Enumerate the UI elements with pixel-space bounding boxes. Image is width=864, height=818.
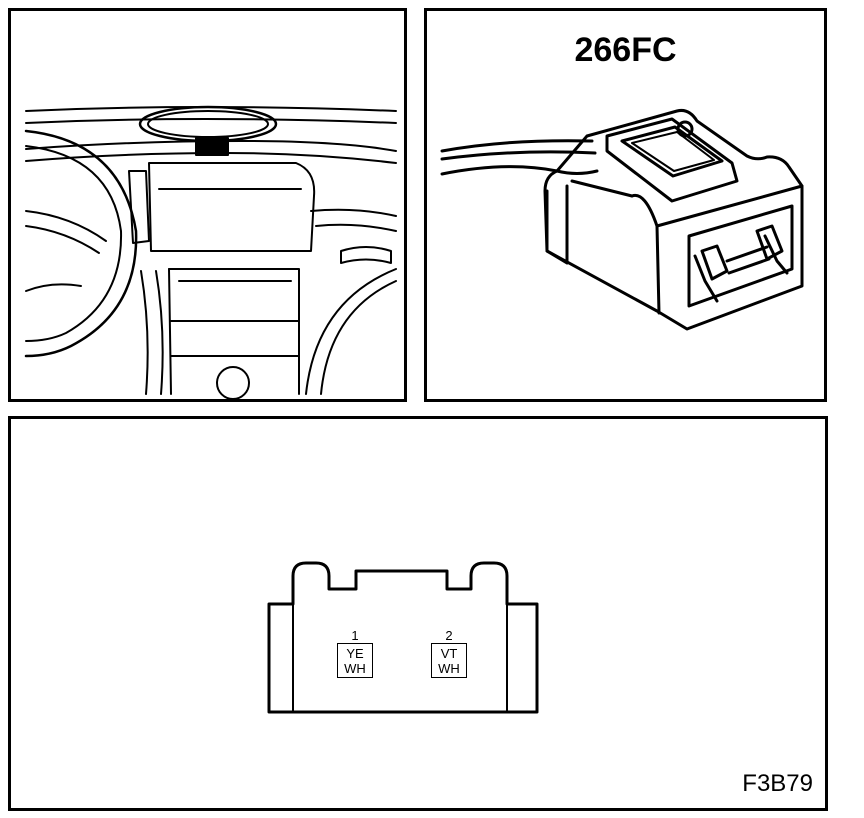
pin-wire-color-box: YE WH [337,643,373,678]
connector-id-label: 266FC [574,31,677,69]
dashboard-location-panel [8,8,407,402]
pin-1: 1 YE WH [337,629,373,678]
wire-color-stripe: WH [344,661,366,676]
wire-color-primary: VT [440,646,458,661]
connector-3d-panel: 266FC [424,8,827,402]
dashboard-illustration [24,105,397,399]
connector-face-outline [267,561,539,714]
pin-number: 2 [445,628,453,643]
component-location-marker [195,137,229,156]
connector-3d-illustration [440,109,804,331]
connector-face-panel: 1 YE WH 2 VT WH F3B79 [8,416,828,811]
wire-color-primary: YE [346,646,364,661]
pin-2: 2 VT WH [431,629,467,678]
pin-number: 1 [351,628,359,643]
wire-color-stripe: WH [438,661,460,676]
figure-code-label: F3B79 [742,770,813,797]
pin-wire-color-box: VT WH [431,643,467,678]
